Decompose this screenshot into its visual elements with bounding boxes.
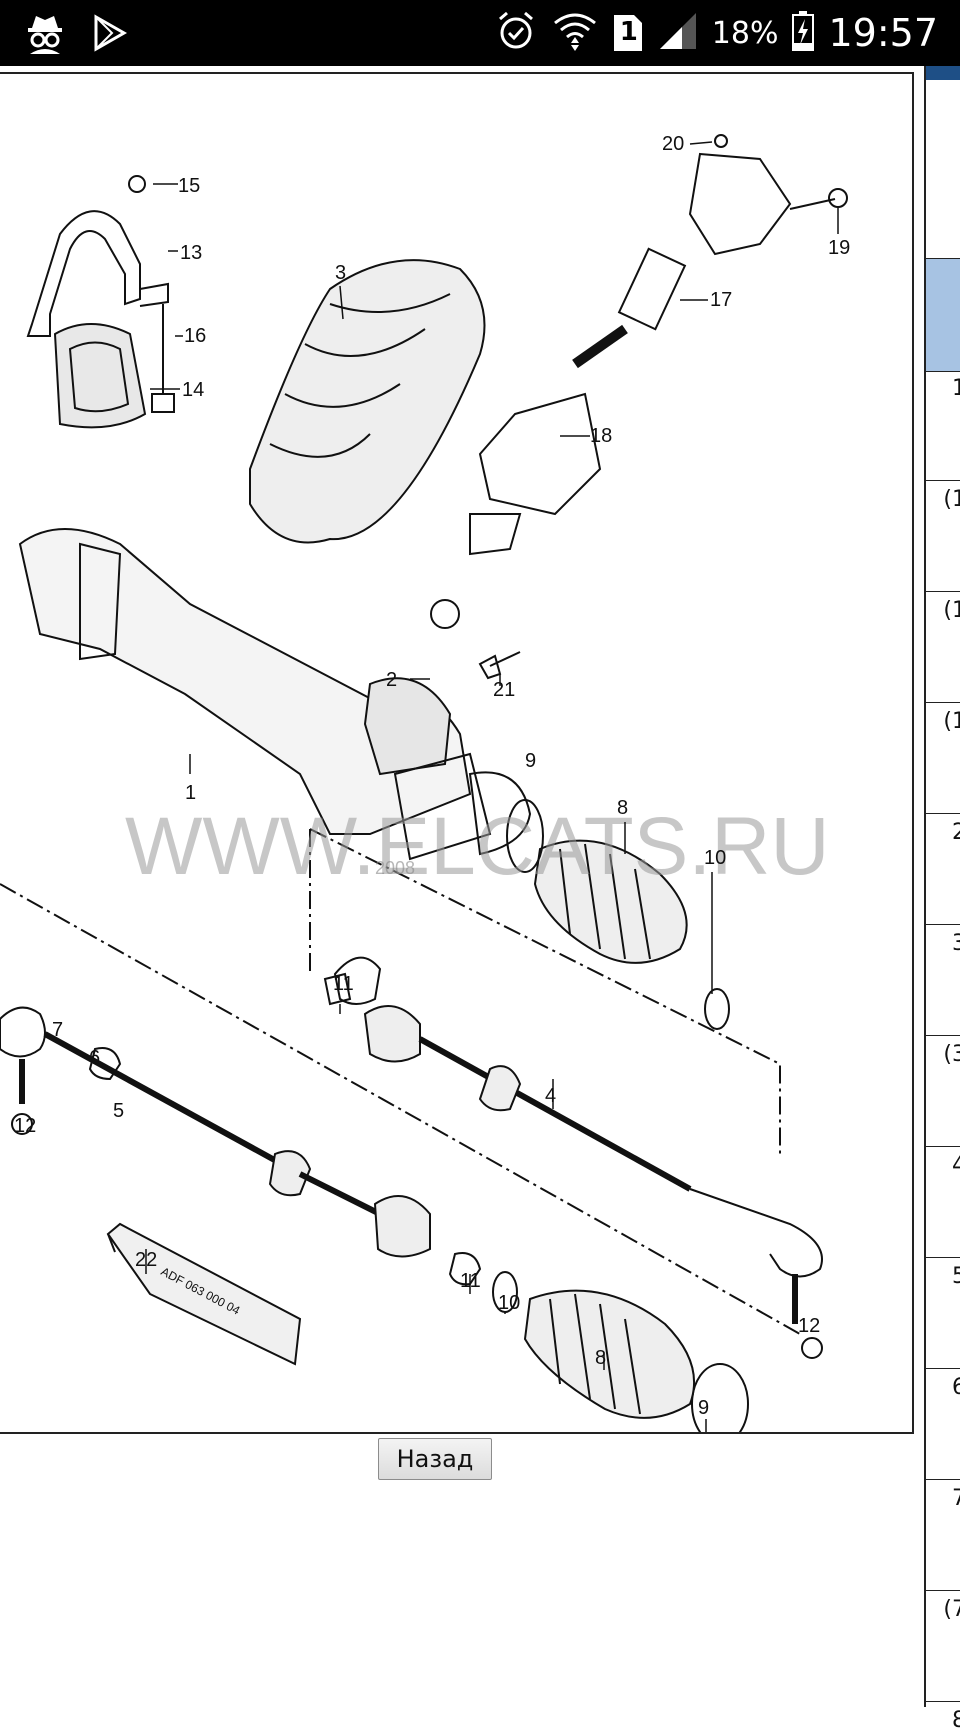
callout-4: 4 <box>545 1085 556 1107</box>
callout-3: 3 <box>335 262 346 284</box>
part-lock-nut <box>323 972 352 1006</box>
table-row[interactable]: 5 <box>926 1258 960 1369</box>
part-ring-upper <box>704 988 730 1030</box>
row-label: 2 <box>952 820 960 845</box>
callout-7: 7 <box>52 1019 63 1041</box>
row-label: 5 <box>952 1264 960 1289</box>
sim-icon: 1 <box>612 13 644 53</box>
callout-21: 21 <box>493 679 515 701</box>
row-label: (7 <box>943 1597 960 1622</box>
callout-10-upper: 10 <box>704 847 726 869</box>
battery-charging-icon <box>792 11 815 55</box>
callout-8-lower: 8 <box>595 1347 606 1369</box>
callout-5: 5 <box>113 1100 124 1122</box>
table-row[interactable]: 4 <box>926 1147 960 1258</box>
table-row[interactable]: (1 <box>926 703 960 814</box>
table-row[interactable]: 6 <box>926 1369 960 1480</box>
part-upper-joint <box>617 134 848 331</box>
callout-12-left: 12 <box>14 1115 36 1137</box>
row-label: 6 <box>952 1375 960 1400</box>
callout-1: 1 <box>185 782 196 804</box>
part-boot-upper <box>533 839 688 964</box>
callout-13: 13 <box>180 242 202 264</box>
parts-diagram: WWW.ELCATS.RU 2008 ADF 063 000 04 1 2 3 … <box>0 72 914 1434</box>
incognito-icon <box>22 10 68 60</box>
alarm-icon <box>494 9 538 57</box>
play-store-icon <box>90 13 130 57</box>
part-grease-tube <box>106 1222 302 1366</box>
row-label: (1 <box>943 709 960 734</box>
callout-20: 20 <box>662 133 684 155</box>
part-tie-rod-upper <box>333 956 823 1359</box>
clock: 19:57 <box>828 11 938 55</box>
watermark-year: 2008 <box>375 858 415 878</box>
status-bar: 1 18% 19:57 <box>0 0 960 66</box>
callout-8-upper: 8 <box>617 797 628 819</box>
callout-12-right: 12 <box>798 1315 820 1337</box>
part-clamp-lower <box>691 1363 749 1432</box>
part-bearing <box>430 599 460 629</box>
steering-rack-exploded-view: WWW.ELCATS.RU 2008 ADF 063 000 04 1 2 3 … <box>0 133 850 1432</box>
part-tie-rod-lower <box>0 1006 482 1286</box>
table-header <box>926 258 960 372</box>
part-bracket-clamp <box>26 210 169 337</box>
callout-10-lower: 10 <box>498 1292 520 1314</box>
table-row[interactable]: 3 <box>926 925 960 1036</box>
row-label: 3 <box>952 931 960 956</box>
table-row[interactable]: 8 <box>926 1702 960 1733</box>
callout-6: 6 <box>89 1047 100 1069</box>
callout-2: 2 <box>386 669 397 691</box>
row-label: 7 <box>952 1486 960 1511</box>
row-label: (1 <box>943 487 960 512</box>
row-label: (1 <box>943 598 960 623</box>
wifi-icon <box>552 9 598 57</box>
callout-9-lower: 9 <box>698 1397 709 1419</box>
parts-table: 1 (1 (1 (1 2 3 (3 4 5 6 7 (7 8 <box>924 66 960 1733</box>
table-row[interactable]: 1 <box>926 370 960 481</box>
callout-19: 19 <box>828 237 850 259</box>
part-rack-housing <box>18 528 532 861</box>
callout-14: 14 <box>182 379 204 401</box>
part-bolt <box>128 175 175 413</box>
row-label: 4 <box>952 1153 960 1178</box>
sim-slot-number: 1 <box>619 17 638 47</box>
callout-9-upper: 9 <box>525 750 536 772</box>
table-row[interactable]: (3 <box>926 1036 960 1147</box>
signal-icon <box>658 11 698 55</box>
row-label: 1 <box>952 376 960 401</box>
part-intermediate-shaft <box>469 324 628 556</box>
callout-15: 15 <box>178 175 200 197</box>
battery-percent: 18% <box>711 15 779 51</box>
table-row[interactable]: (1 <box>926 481 960 592</box>
part-boot-lower <box>523 1289 696 1419</box>
callout-16: 16 <box>184 325 206 347</box>
row-label: 8 <box>952 1708 960 1733</box>
row-label: (3 <box>943 1042 960 1067</box>
part-clamp-upper <box>506 799 544 873</box>
table-row[interactable]: (7 <box>926 1591 960 1702</box>
callout-17: 17 <box>710 289 732 311</box>
callout-18: 18 <box>590 425 612 447</box>
part-large-boot <box>249 259 486 544</box>
callout-11-upper: 11 <box>333 973 354 995</box>
table-row[interactable]: 2 <box>926 814 960 925</box>
table-top-bar <box>926 66 960 80</box>
table-row[interactable]: (1 <box>926 592 960 703</box>
part-bushing <box>53 323 147 429</box>
table-row[interactable]: 7 <box>926 1480 960 1591</box>
back-button[interactable]: Назад <box>378 1438 492 1480</box>
